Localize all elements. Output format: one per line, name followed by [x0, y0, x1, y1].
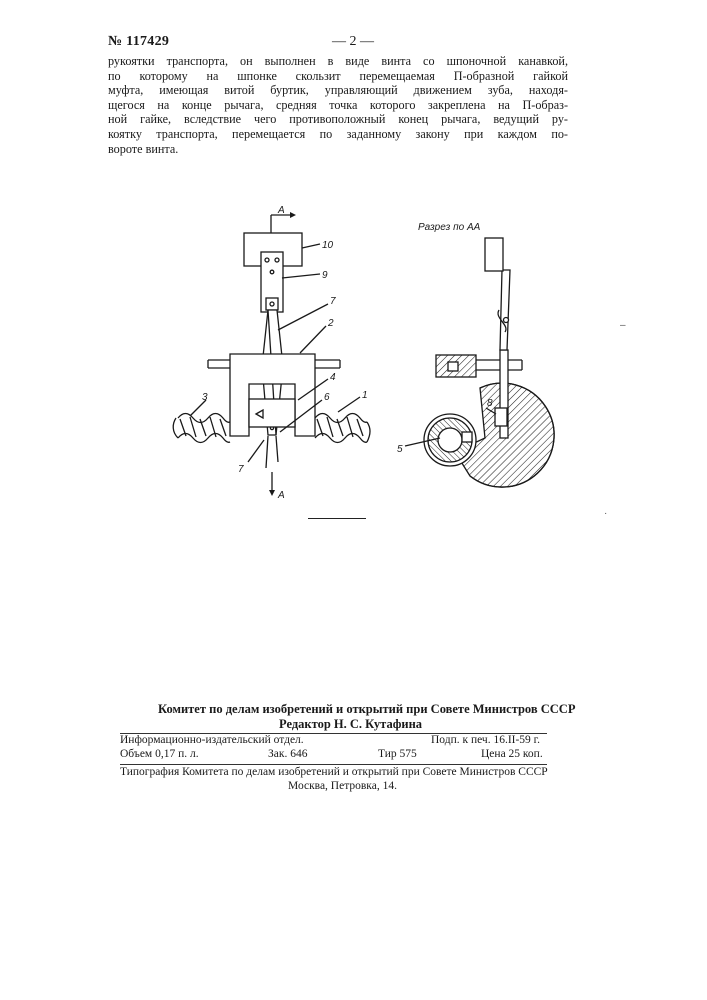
- page-number: — 2 —: [332, 34, 374, 50]
- label-3: 3: [202, 392, 208, 403]
- label-8: 8: [487, 398, 493, 409]
- technical-drawing: А А 10 9 7 2 4 1 6 3 7 Разрез по АА 8 5: [150, 200, 570, 500]
- label-9: 9: [322, 270, 328, 281]
- print-run-text: Тир 575: [378, 748, 417, 760]
- volume-text: Объем 0,17 п. л.: [120, 748, 199, 760]
- label-5: 5: [397, 444, 403, 455]
- separator-line: [308, 518, 366, 519]
- dept-text: Информационно-издательский отдел.: [120, 734, 304, 746]
- front-view: [173, 212, 370, 496]
- part-8: [495, 408, 507, 426]
- margin-dot: ·: [604, 508, 607, 519]
- body-line: по которому на шпонке скользит перемещае…: [108, 69, 568, 84]
- screw-right: [315, 414, 370, 443]
- order-text: Зак. 646: [268, 748, 307, 760]
- editor-line: Редактор Н. С. Кутафина: [279, 717, 422, 732]
- body-line: рукоятки транспорта, он выполнен в виде …: [108, 54, 568, 69]
- label-4: 4: [330, 372, 336, 383]
- section-mark-bottom: А: [277, 490, 285, 500]
- label-1: 1: [362, 390, 368, 401]
- section-mark-top: А: [277, 205, 285, 216]
- handle-block: [485, 238, 503, 271]
- body-line: коятку транспорта, перемещается по задан…: [108, 127, 568, 142]
- body-line: вороте винта.: [108, 142, 568, 157]
- label-7-top: 7: [330, 296, 336, 307]
- address-line: Москва, Петровка, 14.: [288, 780, 397, 792]
- label-6: 6: [324, 392, 330, 403]
- section-title: Разрез по АА: [418, 222, 481, 233]
- body-line: щегося на конце рычага, средняя точка ко…: [108, 98, 568, 113]
- screw-left: [173, 414, 230, 443]
- committee-line: Комитет по делам изобретений и открытий …: [158, 702, 575, 717]
- typography-line: Типография Комитета по делам изобретений…: [120, 766, 548, 778]
- body-line: ной гайке, вследствие чего противоположн…: [108, 112, 568, 127]
- body-line: муфта, имеющая витой буртик, управляющий…: [108, 83, 568, 98]
- body-paragraph: рукоятки транспорта, он выполнен в виде …: [108, 54, 568, 156]
- patent-number: № 117429: [108, 34, 169, 50]
- price-text: Цена 25 коп.: [481, 748, 543, 760]
- label-7-bottom: 7: [238, 464, 244, 475]
- label-10: 10: [322, 240, 334, 251]
- imprint-rule-bottom: [120, 764, 547, 765]
- section-view: [405, 238, 554, 487]
- part-4-coupling: [249, 399, 295, 427]
- signed-text: Подп. к печ. 16.II-59 г.: [431, 734, 540, 746]
- label-2: 2: [327, 318, 334, 329]
- margin-mark: –: [620, 320, 626, 331]
